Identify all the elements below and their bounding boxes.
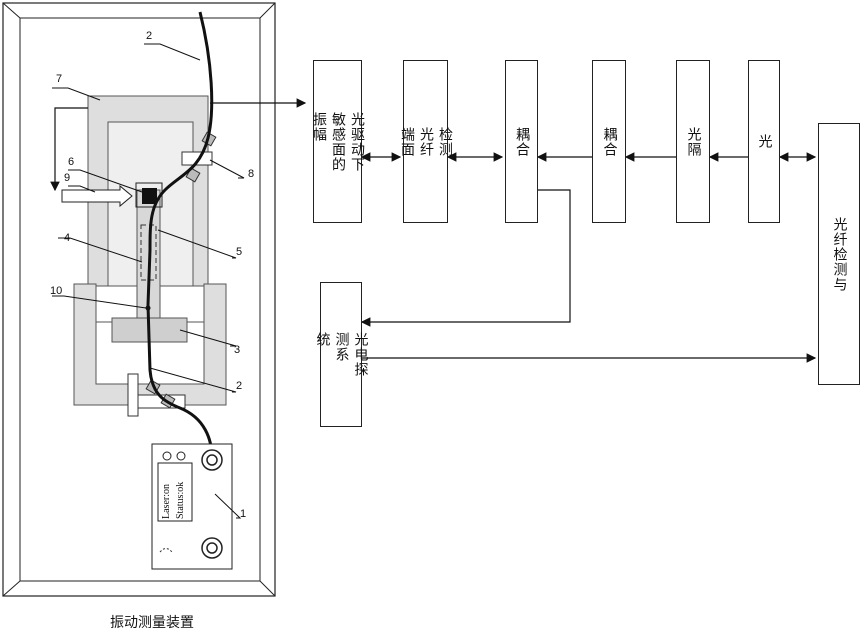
label-6: 6	[68, 156, 74, 168]
box-coupler2-label: 耦合	[601, 127, 618, 157]
box-coupler1: 耦合	[505, 60, 538, 223]
label-1: 1	[240, 508, 246, 520]
figure-caption: 振动测量装置	[110, 612, 194, 632]
label-5: 5	[236, 246, 242, 258]
box-source-col1: 光	[756, 134, 773, 149]
box-coupler2-col1: 耦合	[601, 127, 618, 157]
box-detector-col3: 统	[314, 332, 331, 377]
box-detector-label: 光电探 测系 统	[314, 332, 369, 377]
label-2-bottom: 2	[236, 380, 242, 392]
label-10: 10	[50, 285, 62, 297]
box-source: 光	[748, 60, 780, 223]
box-amplitude: 光驱动下 敏感面的 振幅	[313, 60, 362, 223]
box-source-label: 光	[756, 134, 773, 149]
box-processing-col1: 光纤检测与	[831, 217, 848, 292]
box-amplitude-col3: 振幅	[310, 112, 327, 172]
box-isolator-col1: 光隔	[685, 127, 702, 157]
box-fiber-end: 检测 光纤 端面	[403, 60, 448, 223]
box-detector-col1: 光电探	[352, 332, 369, 377]
box-fiber-end-col3: 端面	[398, 127, 415, 157]
box-amplitude-col2: 敏感面的	[329, 112, 346, 172]
box-detector: 光电探 测系 统	[320, 282, 362, 427]
device-status: Status:ok	[175, 482, 186, 519]
box-fiber-end-label: 检测 光纤 端面	[398, 127, 453, 157]
label-2-top: 2	[146, 30, 152, 42]
box-coupler1-col1: 耦合	[513, 127, 530, 157]
label-9: 9	[64, 172, 70, 184]
box-amplitude-label: 光驱动下 敏感面的 振幅	[310, 112, 365, 172]
box-isolator-label: 光隔	[685, 127, 702, 157]
box-detector-col2: 测系	[333, 332, 350, 377]
label-8: 8	[248, 168, 254, 180]
label-3: 3	[234, 344, 240, 356]
box-coupler2: 耦合	[592, 60, 626, 223]
box-fiber-end-col2: 光纤	[417, 127, 434, 157]
box-processing: 光纤检测与	[818, 123, 860, 385]
box-processing-label: 光纤检测与	[831, 217, 848, 292]
fiber-point-10	[146, 306, 151, 311]
device-laser-status: Laser:on	[161, 484, 172, 519]
box-fiber-end-col1: 检测	[436, 127, 453, 157]
box-amplitude-col1: 光驱动下	[348, 112, 365, 172]
box-isolator: 光隔	[676, 60, 710, 223]
label-4: 4	[64, 232, 70, 244]
label-7: 7	[56, 73, 62, 85]
box-coupler1-label: 耦合	[513, 127, 530, 157]
